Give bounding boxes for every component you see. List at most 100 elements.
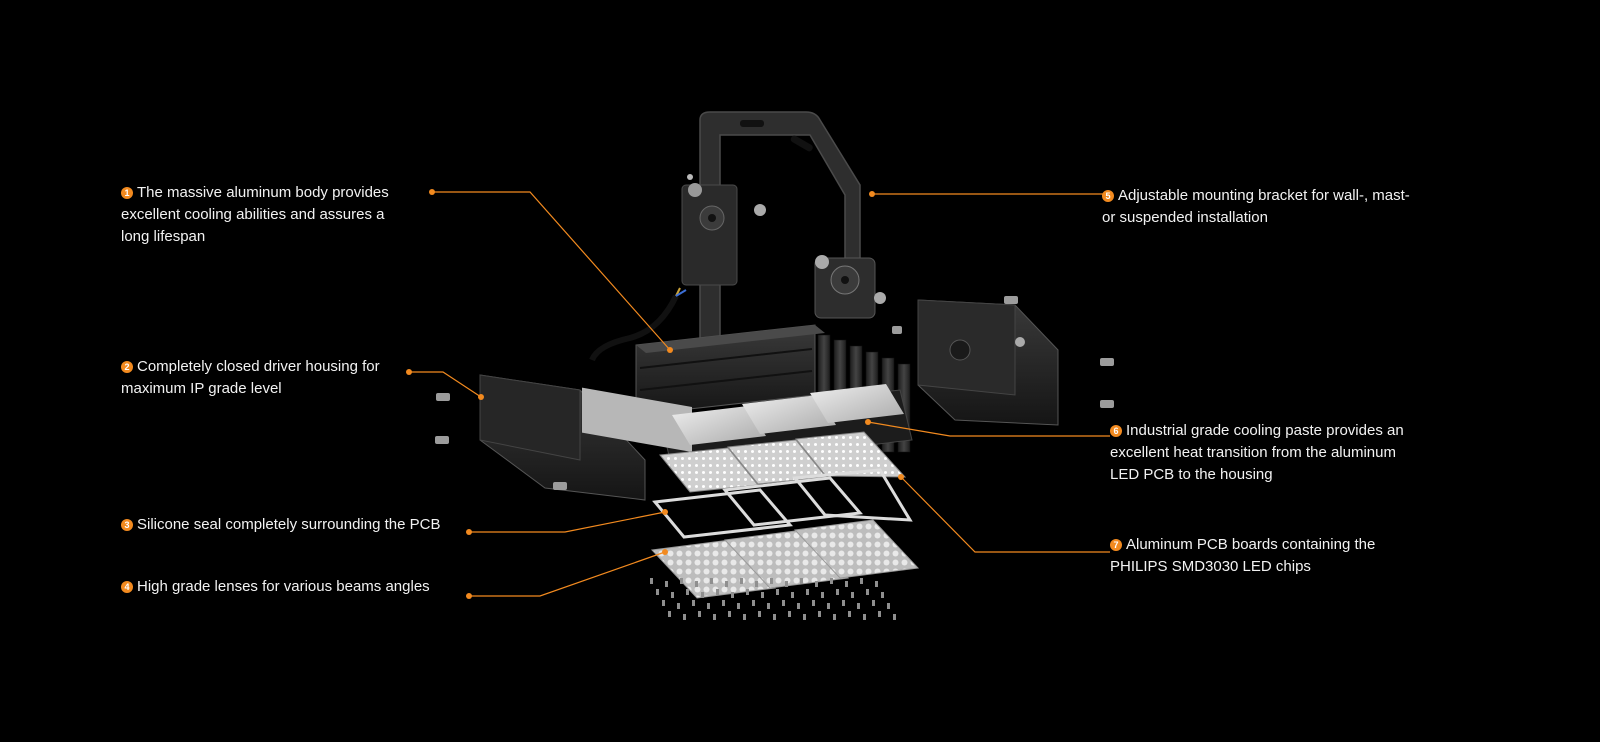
lens-screw bbox=[827, 603, 830, 609]
callout-line: Completely closed driver housing for bbox=[137, 358, 380, 375]
callout-line: long lifespan bbox=[121, 228, 206, 245]
lens-screw bbox=[785, 581, 788, 587]
lens-screw bbox=[863, 614, 866, 620]
lens-screws bbox=[650, 578, 896, 620]
callout-line: LED PCB to the housing bbox=[1110, 466, 1273, 483]
power-cable bbox=[589, 294, 679, 362]
lens-screw bbox=[842, 600, 845, 606]
silicone-seal bbox=[652, 468, 913, 539]
lens-screw bbox=[725, 581, 728, 587]
lens-screw bbox=[893, 614, 896, 620]
callout-number-badge: 5 bbox=[1102, 190, 1114, 202]
lens-screw bbox=[755, 581, 758, 587]
lens-screw bbox=[821, 592, 824, 598]
callout-number-badge: 7 bbox=[1110, 539, 1122, 551]
lens-screw bbox=[710, 578, 713, 584]
callout-line: The massive aluminum body provides bbox=[137, 184, 389, 201]
lens-screw bbox=[722, 600, 725, 606]
callout-line: Adjustable mounting bracket for wall-, m… bbox=[1118, 187, 1410, 204]
lens-screw bbox=[866, 589, 869, 595]
lens-screw bbox=[728, 611, 731, 617]
lens-screw bbox=[875, 581, 878, 587]
callout-line: Aluminum PCB boards containing the bbox=[1126, 536, 1376, 553]
lens-screw bbox=[680, 578, 683, 584]
leader-dots bbox=[406, 189, 904, 599]
callout-number-badge: 4 bbox=[121, 581, 133, 593]
lens-screw bbox=[845, 581, 848, 587]
lens-screw bbox=[767, 603, 770, 609]
callout-number-badge: 1 bbox=[121, 187, 133, 199]
callout-pcb-boards: 7 Aluminum PCB boards containing the PHIL… bbox=[1110, 534, 1440, 578]
lens-screw bbox=[797, 603, 800, 609]
lens-screw bbox=[677, 603, 680, 609]
lens-screw bbox=[737, 603, 740, 609]
lens-screw bbox=[683, 614, 686, 620]
lens-screw bbox=[812, 600, 815, 606]
lens-screw bbox=[713, 614, 716, 620]
lens-screw bbox=[860, 578, 863, 584]
lens-screw bbox=[776, 589, 779, 595]
driver-housing-right bbox=[917, 299, 1059, 426]
lens-screw bbox=[830, 578, 833, 584]
lens-screw bbox=[857, 603, 860, 609]
lens-screw bbox=[800, 578, 803, 584]
lens-screw bbox=[782, 600, 785, 606]
lens-screw bbox=[671, 592, 674, 598]
lens-screw bbox=[815, 581, 818, 587]
callout-line: PHILIPS SMD3030 LED chips bbox=[1110, 558, 1311, 575]
lens-screw bbox=[806, 589, 809, 595]
callout-number-badge: 2 bbox=[121, 361, 133, 373]
callout-number-badge: 6 bbox=[1110, 425, 1122, 437]
lens-screw bbox=[650, 578, 653, 584]
lens-screw bbox=[851, 592, 854, 598]
lens-screw bbox=[746, 589, 749, 595]
lens-screw bbox=[836, 589, 839, 595]
mounting-bracket bbox=[681, 111, 886, 341]
lens-screw bbox=[848, 611, 851, 617]
lens-screw bbox=[692, 600, 695, 606]
driver-housing-left bbox=[479, 374, 692, 501]
screws bbox=[435, 296, 1114, 490]
lens-screw bbox=[698, 611, 701, 617]
lens-screw bbox=[770, 578, 773, 584]
lens-screw bbox=[668, 611, 671, 617]
lens-screw bbox=[716, 589, 719, 595]
lens-screw bbox=[788, 611, 791, 617]
lens-screw bbox=[752, 600, 755, 606]
lens-screw bbox=[803, 614, 806, 620]
callout-number-badge: 3 bbox=[121, 519, 133, 531]
lens-screw bbox=[761, 592, 764, 598]
callout-mounting-bracket: 5 Adjustable mounting bracket for wall-, … bbox=[1102, 185, 1442, 229]
callout-aluminum-body: 1 The massive aluminum body provides exce… bbox=[121, 182, 441, 248]
lens-screw bbox=[665, 581, 668, 587]
callout-lenses: 4 High grade lenses for various beams ang… bbox=[121, 576, 461, 598]
lens-screw bbox=[662, 600, 665, 606]
lens-screw bbox=[791, 592, 794, 598]
lens-screw bbox=[878, 611, 881, 617]
lens-screw bbox=[818, 611, 821, 617]
lens-screw bbox=[740, 578, 743, 584]
lens-screw bbox=[872, 600, 875, 606]
lens-screw bbox=[887, 603, 890, 609]
lens-screw bbox=[707, 603, 710, 609]
callout-cooling-paste: 6 Industrial grade cooling paste provides… bbox=[1110, 420, 1440, 486]
lens-screw bbox=[686, 589, 689, 595]
lens-screw bbox=[833, 614, 836, 620]
callout-line: maximum IP grade level bbox=[121, 380, 282, 397]
lens-arrays bbox=[650, 519, 920, 599]
lens-screw bbox=[701, 592, 704, 598]
lens-screw bbox=[695, 581, 698, 587]
callout-line: or suspended installation bbox=[1102, 209, 1268, 226]
callout-line: Silicone seal completely surrounding the… bbox=[137, 516, 441, 533]
lens-screw bbox=[743, 614, 746, 620]
callout-line: excellent heat transition from the alumi… bbox=[1110, 444, 1396, 461]
lens-screw bbox=[731, 592, 734, 598]
callout-silicone-seal: 3 Silicone seal completely surrounding th… bbox=[121, 514, 461, 536]
lens-screw bbox=[881, 592, 884, 598]
callout-line: Industrial grade cooling paste provides … bbox=[1126, 422, 1404, 439]
callout-line: High grade lenses for various beams angl… bbox=[137, 578, 430, 595]
callout-line: excellent cooling abilities and assures … bbox=[121, 206, 385, 223]
lens-screw bbox=[773, 614, 776, 620]
cooling-paste-layer bbox=[672, 384, 904, 445]
